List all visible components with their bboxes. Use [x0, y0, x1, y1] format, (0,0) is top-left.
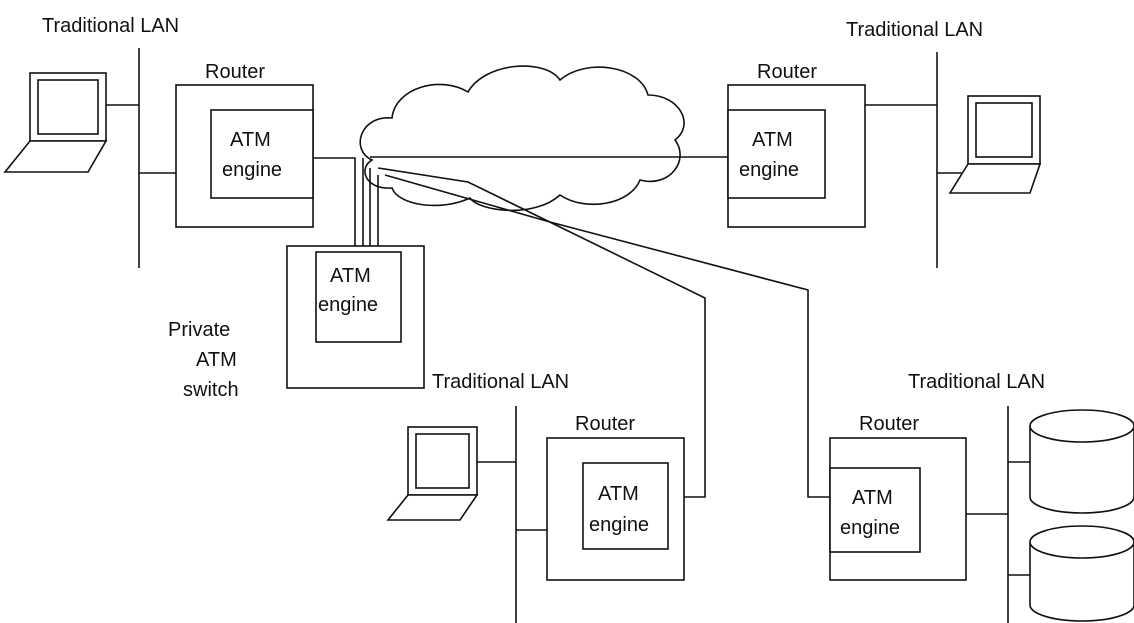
- atm-engine-line2: engine: [739, 159, 799, 181]
- atm-engine-box: [582, 462, 669, 550]
- switch-label-line2: ATM: [196, 349, 237, 371]
- private-atm-switch: ATM engine Private ATM switch: [168, 245, 425, 401]
- router-label: Router: [859, 413, 919, 435]
- laptop-icon: [386, 426, 479, 521]
- atm-engine-box: [315, 251, 402, 343]
- router-label: Router: [575, 413, 635, 435]
- switch-label-line1: Private: [168, 319, 230, 341]
- atm-engine-line2: engine: [318, 294, 378, 316]
- atm-engine-line1: ATM: [852, 487, 893, 509]
- laptop-icon: [948, 95, 1042, 194]
- atm-engine-line1: ATM: [230, 129, 271, 151]
- atm-engine-line2: engine: [840, 517, 900, 539]
- lan-bottom-right: Traditional LAN Router ATM engine: [829, 371, 1134, 623]
- atm-engine-line1: ATM: [598, 483, 639, 505]
- lan-label: Traditional LAN: [846, 19, 983, 41]
- atm-engine-line1: ATM: [330, 265, 371, 287]
- atm-engine-line2: engine: [222, 159, 282, 181]
- link-router-br: [384, 174, 830, 498]
- lan-label: Traditional LAN: [908, 371, 1045, 393]
- link-router-bm: [377, 167, 706, 498]
- lan-label: Traditional LAN: [432, 371, 569, 393]
- lan-top-right: Traditional LAN Router ATM engine: [727, 19, 1042, 268]
- link-router-tl-switch: [313, 157, 356, 246]
- atm-engine-line2: engine: [589, 514, 649, 536]
- router-label: Router: [757, 61, 817, 83]
- atm-engine-line1: ATM: [752, 129, 793, 151]
- lan-top-left: Traditional LAN Router ATM engine: [3, 15, 314, 268]
- network-links: [313, 156, 830, 498]
- database-icon: [1029, 525, 1134, 622]
- laptop-icon: [3, 72, 108, 173]
- switch-label-line3: switch: [183, 379, 239, 401]
- atm-engine-box: [829, 467, 921, 553]
- lan-label: Traditional LAN: [42, 15, 179, 37]
- database-icon: [1029, 409, 1134, 514]
- atm-engine-box: [210, 109, 314, 199]
- atm-engine-box: [727, 109, 826, 199]
- cloud-icon: [359, 65, 685, 212]
- lan-bottom-middle: Traditional LAN Router ATM engine: [386, 371, 685, 623]
- router-label: Router: [205, 61, 265, 83]
